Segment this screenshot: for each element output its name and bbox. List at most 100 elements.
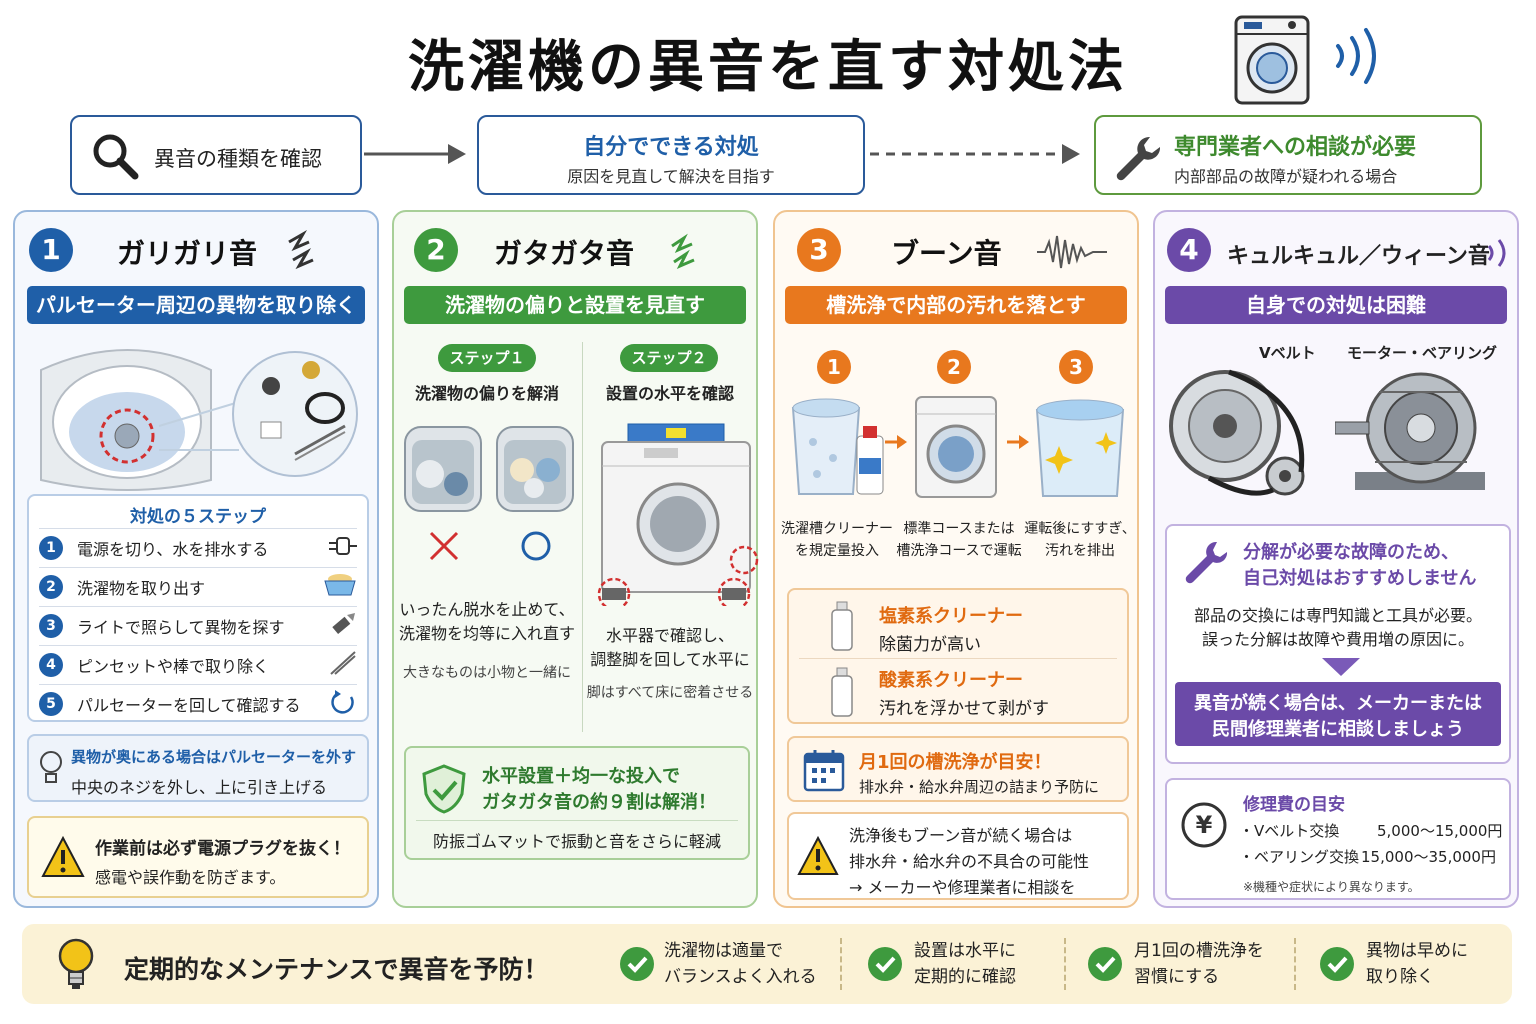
step-number: 4	[39, 653, 63, 677]
panel2-banner: 洗濯物の偏りと設置を見直す	[404, 286, 746, 324]
circle-mark-icon	[520, 530, 552, 562]
panel4-cost-card: ¥ 修理費の目安 ・Vベルト交換 5,000～15,000円 ・ベアリング交換 …	[1165, 778, 1511, 900]
panel4-label-belt: Vベルト	[1259, 344, 1316, 362]
panel3-step-number: 3	[1059, 350, 1093, 384]
arrow-right-icon	[885, 432, 907, 452]
balanced-tub-illustration	[494, 424, 576, 514]
step-text: 電源を切り、水を排水する	[77, 540, 269, 559]
panel4-cost-note: ※機種や症状により異なります。	[1243, 880, 1420, 894]
maintenance-item-text: 異物は早めに	[1366, 941, 1468, 961]
flow-step2-sub: 原因を見直して解決を目指す	[567, 167, 775, 186]
panel1-title: ガリガリ音	[117, 237, 258, 270]
leveled-washer-illustration	[594, 420, 760, 611]
maintenance-item-text: 設置は水平に	[914, 941, 1016, 961]
maintenance-item-text: 定期的に確認	[914, 967, 1016, 987]
panel2-step1-text2: 洗濯物を均等に入れ直す	[398, 624, 575, 643]
cost-item-price: 15,000～35,000円	[1361, 848, 1496, 866]
basket-icon	[323, 573, 357, 601]
wrench-icon	[1112, 131, 1164, 183]
panel2-step2-text2: 調整脚を回して水平に	[590, 650, 750, 669]
maintenance-item-text: バランスよく入れる	[664, 967, 817, 987]
pulsator-illustration	[39, 330, 359, 494]
step-text: パルセーターを回して確認する	[77, 696, 301, 715]
panel3-step-text: 槽洗浄コースで運転	[896, 543, 1022, 559]
cost-item-price: 5,000～15,000円	[1377, 822, 1503, 840]
maintenance-divider	[1064, 938, 1066, 990]
washing-machine-icon	[1232, 14, 1312, 106]
maintenance-item-text: 月1回の槽洗浄を	[1134, 941, 1264, 961]
grinding-sound-icon	[279, 229, 323, 274]
panel2-divider	[582, 342, 583, 732]
flow-step-pro: 専門業者への相談が必要 内部部品の故障が疑われる場合	[1094, 115, 1482, 195]
hum-wave-icon	[1037, 232, 1107, 272]
maintenance-item: 異物は早めに取り除く	[1320, 938, 1496, 990]
panel3-title: ブーン音	[891, 237, 1002, 270]
svg-text:¥: ¥	[1196, 811, 1213, 839]
panel1-tip-text: 中央のネジを外し、上に引き上げる	[71, 778, 328, 797]
panel4-consult2: 民間修理業者に相談しましょう	[1212, 719, 1464, 740]
flow-step3-title: 専門業者への相談が必要	[1174, 135, 1417, 160]
shield-check-icon	[422, 764, 466, 814]
panel4-notice2: 自己対処はおすすめしません	[1243, 568, 1477, 589]
check-icon	[620, 947, 654, 981]
step-number: 5	[39, 692, 63, 716]
flow-step3-sub: 内部部品の故障が疑われる場合	[1174, 167, 1398, 186]
panel4-consult1: 異音が続く場合は、メーカーまたは	[1194, 693, 1482, 714]
washer-running-illustration	[913, 394, 999, 500]
yen-coin-icon: ¥	[1179, 800, 1229, 850]
flow-step-self: 自分でできる対処 原因を見直して解決を目指す	[477, 115, 865, 195]
panel3-cleaner-divider	[799, 658, 1117, 659]
panel3-monthly-title: 月1回の槽洗浄が目安！	[859, 752, 1052, 773]
v-belt-illustration	[1169, 362, 1319, 502]
panel2-step2-title: 設置の水平を確認	[605, 384, 734, 403]
panel4-cost-title: 修理費の目安	[1243, 795, 1345, 815]
panel2-step2-text1: 水平器で確認し、	[605, 626, 734, 645]
panel4-label-motor: モーター・ベアリング	[1347, 344, 1498, 362]
check-icon	[1320, 947, 1354, 981]
step-text: ライトで照らして異物を探す	[77, 618, 285, 637]
panel3-step-text: を規定量投入	[795, 543, 879, 559]
panel3-warn2: 排水弁・給水弁の不具合の可能性	[849, 852, 1090, 871]
panel3-cleaner2-name: 酸素系クリーナー	[879, 670, 1023, 691]
panel2-step1-title: 洗濯物の偏りを解消	[414, 384, 559, 403]
flow-step2-title: 自分でできる対処	[583, 135, 759, 160]
bottle-icon	[829, 666, 855, 718]
panel3-warn3: → メーカーや修理業者に相談を	[849, 878, 1076, 897]
panel2-step1-text1: いったん脱水を止めて、	[399, 600, 575, 619]
panel2-result-divider	[416, 820, 738, 821]
clean-tub-illustration	[1033, 392, 1127, 502]
warning-icon	[797, 835, 839, 876]
tweezers-icon	[329, 650, 357, 680]
flow-step1-label: 異音の種類を確認	[154, 147, 322, 171]
panel3-step-text: 洗濯槽クリーナー	[781, 521, 893, 537]
step-number: 2	[39, 575, 63, 599]
panel3-step-text: 汚れを排出	[1045, 543, 1115, 559]
panel2-number: 2	[414, 228, 458, 272]
panel-rattling: 2 ガタガタ音 洗濯物の偏りと設置を見直す ステップ１ 洗濯物の偏りを解消 いっ…	[392, 210, 760, 908]
rattle-sound-icon	[664, 232, 704, 272]
maintenance-item-text: 取り除く	[1366, 967, 1434, 987]
flow-arrow-1	[364, 140, 468, 168]
panel1-warning-card: 作業前は必ず電源プラグを抜く！ 感電や誤作動を防ぎます。	[27, 816, 369, 898]
bottle-icon	[829, 600, 855, 652]
check-icon	[1088, 947, 1122, 981]
panel1-number: 1	[29, 228, 73, 272]
plug-icon	[329, 535, 357, 561]
panel-humming: 3 ブーン音 槽洗浄で内部の汚れを落とす 1 2 3 洗濯槽クリーナー を規定量…	[773, 210, 1139, 908]
panel2-step1-label: ステップ１	[438, 344, 536, 372]
panel4-title: キュルキュル／ウィーン音	[1227, 244, 1490, 269]
panel3-step-text: 標準コースまたは	[903, 521, 1015, 537]
panel3-warning-card: 洗浄後もブーン音が続く場合は 排水弁・給水弁の不具合の可能性 → メーカーや修理…	[787, 812, 1129, 900]
panel2-result1: 水平設置＋均一な投入で	[482, 766, 680, 787]
step-number: 3	[39, 614, 63, 638]
panel4-consult-box: 異音が続く場合は、メーカーまたは 民間修理業者に相談しましょう	[1175, 682, 1501, 746]
rotate-icon	[329, 689, 357, 719]
panel3-monthly-text: 排水弁・給水弁周辺の詰まり予防に	[859, 778, 1100, 796]
squeal-wave-icon	[1485, 236, 1511, 270]
maintenance-strip: 定期的なメンテナンスで異音を予防！ 洗濯物は適量でバランスよく入れる 設置は水平…	[22, 924, 1512, 1004]
search-icon	[90, 131, 140, 181]
panel2-title: ガタガタ音	[494, 237, 635, 270]
panel2-result-card: 水平設置＋均一な投入で ガタガタ音の約９割は解消！ 防振ゴムマットで振動と音をさ…	[404, 746, 750, 860]
